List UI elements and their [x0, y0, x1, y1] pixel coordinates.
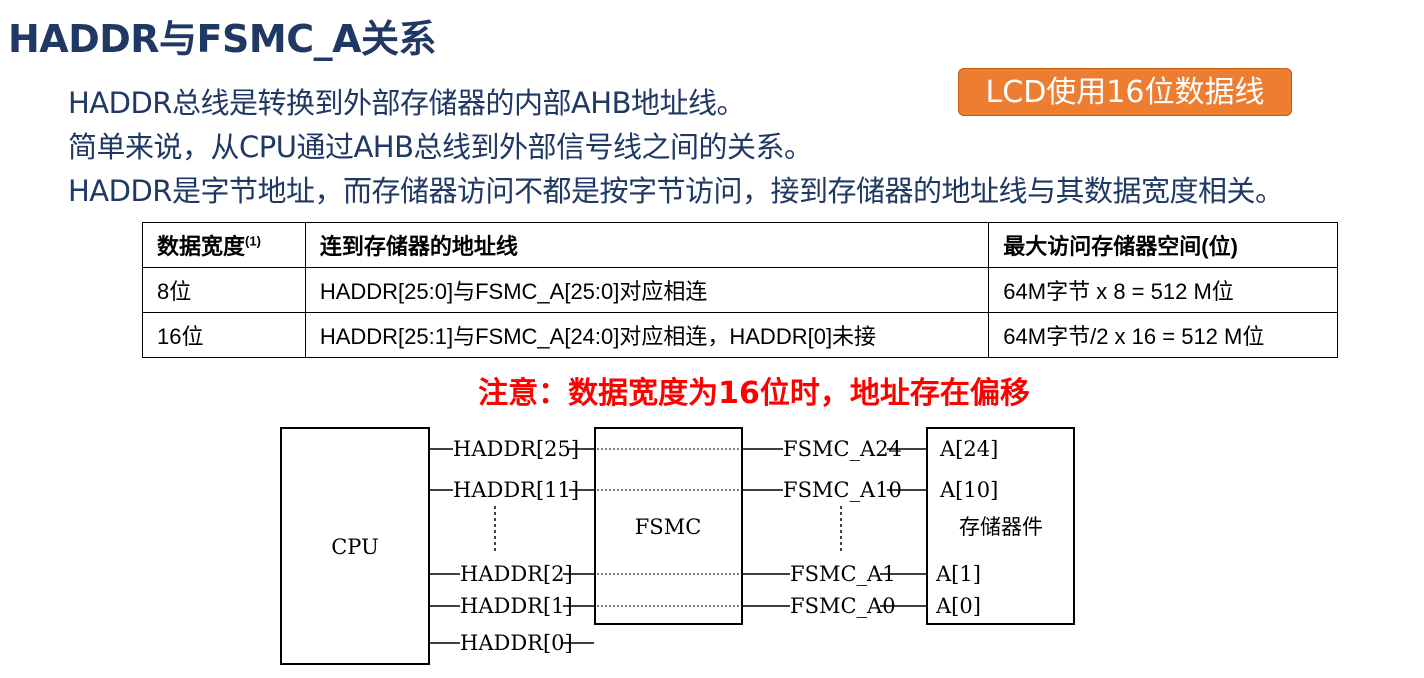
fsmc-box — [594, 427, 743, 625]
table-header-row: 数据宽度(1) 连到存储器的地址线 最大访问存储器空间(位) — [142, 222, 1338, 268]
page-title: HADDR与FSMC_A关系 — [8, 17, 437, 61]
cpu-label: CPU — [331, 535, 379, 559]
fsmc-a24-label: FSMC_A24 — [783, 437, 902, 461]
offset-warning-note: 注意：数据宽度为16位时，地址存在偏移 — [478, 376, 1030, 411]
mem-a10-label: A[10] — [939, 478, 998, 502]
mem-a1-label: A[1] — [935, 562, 981, 586]
address-mapping-table: 数据宽度(1) 连到存储器的地址线 最大访问存储器空间(位) 8位 HADDR[… — [142, 222, 1338, 358]
fsmc-a10-label: FSMC_A10 — [783, 478, 902, 502]
cell-address-lines: HADDR[25:0]与FSMC_A[25:0]对应相连 — [304, 267, 990, 313]
intro-paragraph-2: 简单来说，从CPU通过AHB总线到外部信号线之间的关系。 — [68, 130, 813, 164]
memory-box — [926, 427, 1075, 625]
mem-a0-label: A[0] — [935, 594, 981, 618]
cell-width: 16位 — [142, 312, 306, 358]
haddr-wires — [429, 448, 595, 644]
haddr-25-label: HADDR[25] — [453, 437, 579, 461]
lcd-data-width-badge: LCD使用16位数据线 — [958, 68, 1292, 116]
memory-label: 存储器件 — [959, 515, 1043, 539]
footnote-marker: (1) — [245, 233, 261, 249]
header-max-space: 最大访问存储器空间(位) — [988, 222, 1338, 268]
haddr-0-label: HADDR[0] — [460, 631, 573, 655]
intro-paragraph-1: HADDR总线是转换到外部存储器的内部AHB地址线。 — [68, 86, 746, 120]
haddr-1-label: HADDR[1] — [460, 594, 573, 618]
intro-paragraph-3: HADDR是字节地址，而存储器访问不都是按字节访问，接到存储器的地址线与其数据宽… — [68, 174, 1284, 208]
fsmc-a1-label: FSMC_A1 — [790, 562, 896, 586]
fsmc-a0-label: FSMC_A0 — [790, 594, 896, 618]
mem-a24-label: A[24] — [939, 437, 998, 461]
table-row: 16位 HADDR[25:1]与FSMC_A[24:0]对应相连，HADDR[0… — [142, 312, 1338, 358]
fsmc-a-wires — [742, 448, 927, 607]
haddr-11-label: HADDR[11] — [453, 478, 579, 502]
cell-width: 8位 — [142, 267, 306, 313]
cell-max-space: 64M字节 x 8 = 512 M位 — [988, 267, 1338, 313]
haddr-2-label: HADDR[2] — [460, 562, 573, 586]
table-row: 8位 HADDR[25:0]与FSMC_A[25:0]对应相连 64M字节 x … — [142, 267, 1338, 313]
cpu-box — [280, 427, 430, 665]
fsmc-label: FSMC — [635, 515, 702, 539]
cell-max-space: 64M字节/2 x 16 = 512 M位 — [988, 312, 1338, 358]
header-address-lines: 连到存储器的地址线 — [304, 222, 990, 268]
cell-address-lines: HADDR[25:1]与FSMC_A[24:0]对应相连，HADDR[0]未接 — [304, 312, 990, 358]
header-data-width: 数据宽度(1) — [142, 222, 306, 268]
